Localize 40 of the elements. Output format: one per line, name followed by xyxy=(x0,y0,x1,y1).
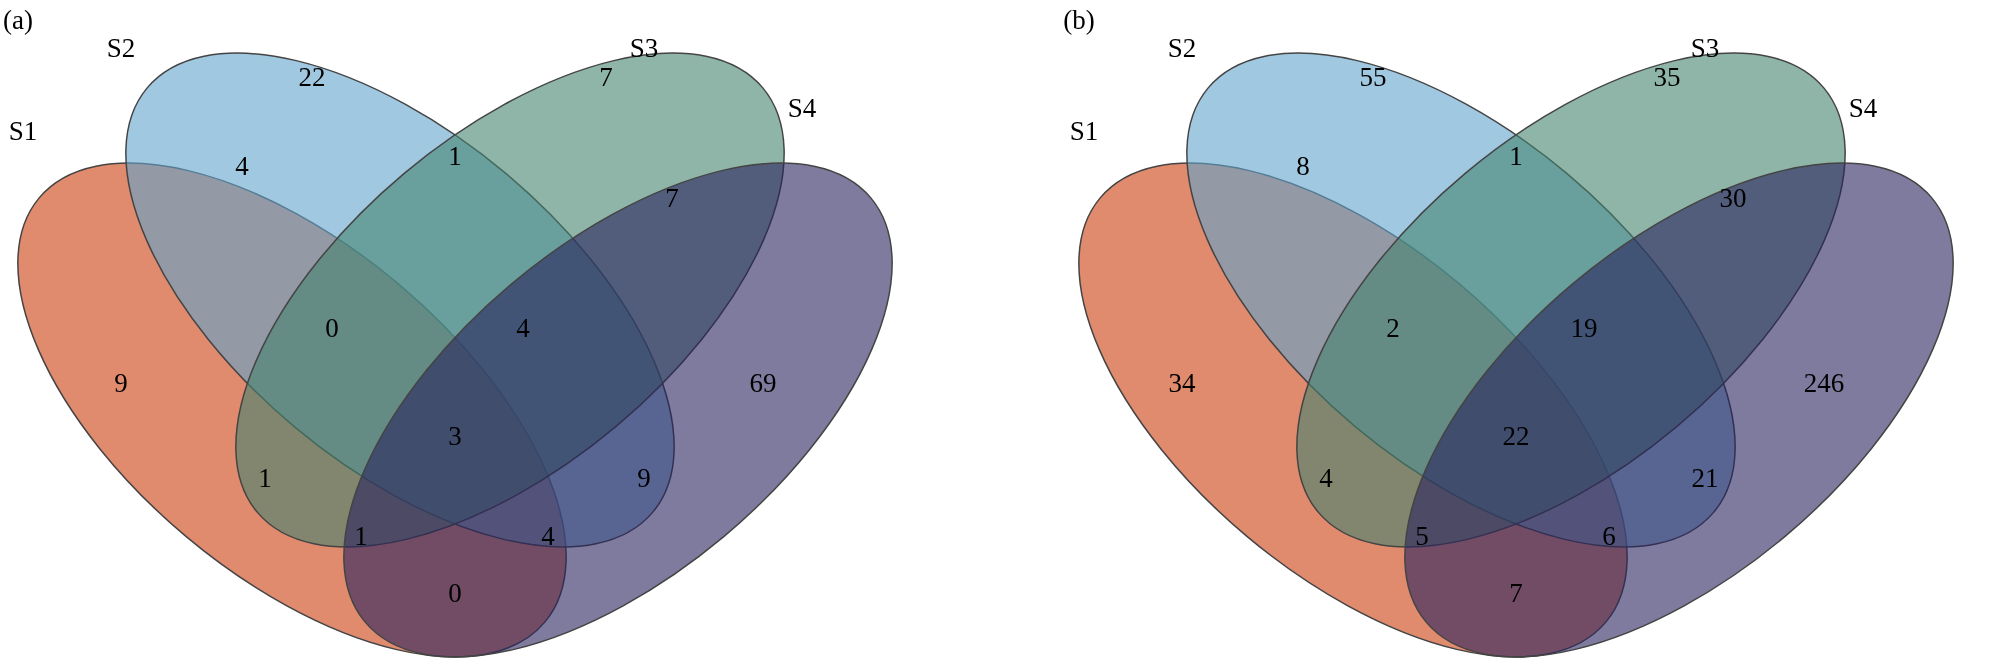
set-label: S1 xyxy=(1069,117,1099,145)
region-count: 6 xyxy=(1602,522,1616,550)
region-count: 4 xyxy=(516,314,530,342)
set-label: S3 xyxy=(629,34,659,62)
region-count: 3 xyxy=(448,422,462,450)
region-count: 55 xyxy=(1359,63,1387,91)
region-count: 8 xyxy=(1296,152,1310,180)
region-count: 21 xyxy=(1691,464,1719,492)
region-count: 22 xyxy=(298,63,326,91)
region-count: 4 xyxy=(1319,464,1333,492)
region-count: 246 xyxy=(1803,369,1845,397)
region-count: 30 xyxy=(1719,184,1747,212)
panel-label: (a) xyxy=(3,6,33,34)
set-label: S3 xyxy=(1690,34,1720,62)
region-count: 7 xyxy=(599,63,613,91)
region-count: 1 xyxy=(258,464,272,492)
set-label: S4 xyxy=(787,94,817,122)
region-count: 34 xyxy=(1168,369,1196,397)
region-count: 4 xyxy=(541,522,555,550)
region-count: 0 xyxy=(325,314,339,342)
region-count: 19 xyxy=(1570,314,1598,342)
region-count: 1 xyxy=(448,142,462,170)
set-label: S4 xyxy=(1848,94,1878,122)
set-label: S1 xyxy=(8,117,38,145)
region-count: 0 xyxy=(448,579,462,607)
region-count: 7 xyxy=(1509,579,1523,607)
set-label: S2 xyxy=(106,34,136,62)
region-count: 22 xyxy=(1502,422,1530,450)
region-count: 1 xyxy=(1509,142,1523,170)
set-label: S2 xyxy=(1167,34,1197,62)
region-count: 2 xyxy=(1386,314,1400,342)
panel-label: (b) xyxy=(1063,6,1095,34)
region-count: 69 xyxy=(749,369,777,397)
region-count: 9 xyxy=(114,369,128,397)
region-count: 7 xyxy=(665,184,679,212)
region-count: 35 xyxy=(1653,63,1681,91)
region-count: 1 xyxy=(354,522,368,550)
region-count: 5 xyxy=(1415,522,1429,550)
region-count: 9 xyxy=(637,464,651,492)
region-count: 4 xyxy=(235,152,249,180)
